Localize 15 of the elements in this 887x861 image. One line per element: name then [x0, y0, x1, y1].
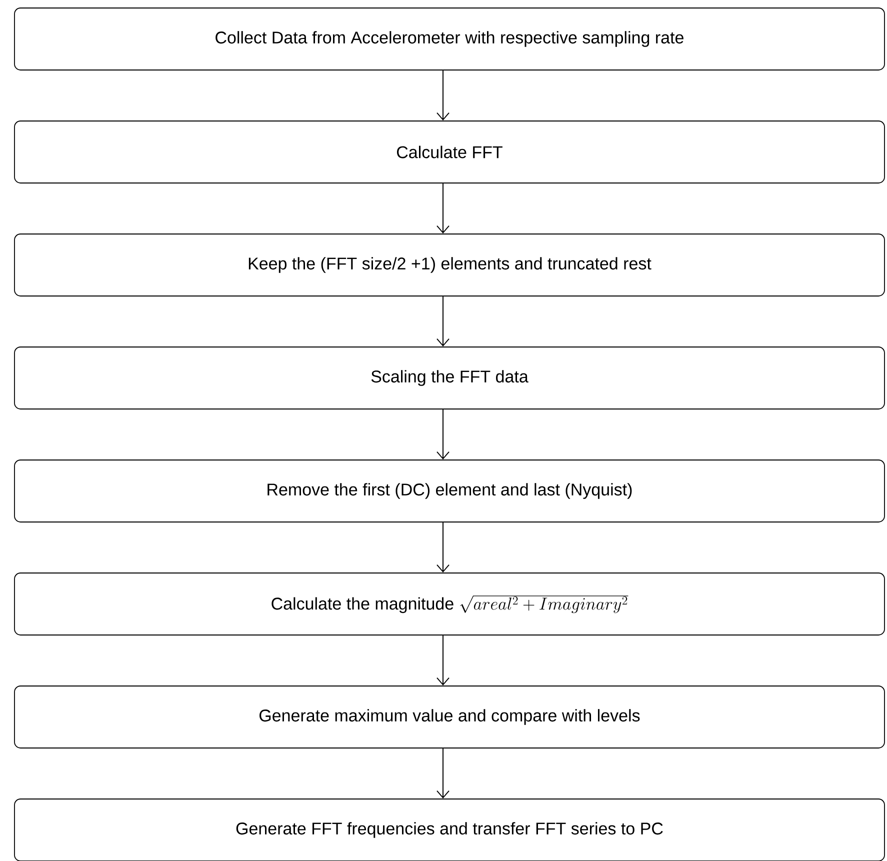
process-box: Collect Data from Accelerometer with respective sampling rate: [14, 8, 885, 70]
arrow: [436, 634, 450, 686]
process-box: Calculate the magnitude $\sqrt{areal^2 + Imaginary^2}$: [14, 572, 885, 636]
arrow: [436, 296, 450, 347]
process-box: Calculate FFT: [14, 120, 885, 184]
arrow: [436, 70, 450, 121]
process-box: Keep the (FFT size/2 +1) elements and truncated rest: [14, 234, 885, 296]
arrow: [436, 748, 450, 799]
arrow: [436, 408, 450, 460]
process-box: Remove the first (DC) element and last (Nyquist): [14, 460, 885, 522]
process-box: Generate maximum value and compare with levels: [14, 686, 885, 748]
process-box: Generate FFT frequencies and transfer FFT series to PC: [14, 798, 885, 861]
process-box: Scaling the FFT data: [14, 346, 885, 410]
arrow: [436, 522, 450, 573]
arrow: [436, 182, 450, 234]
